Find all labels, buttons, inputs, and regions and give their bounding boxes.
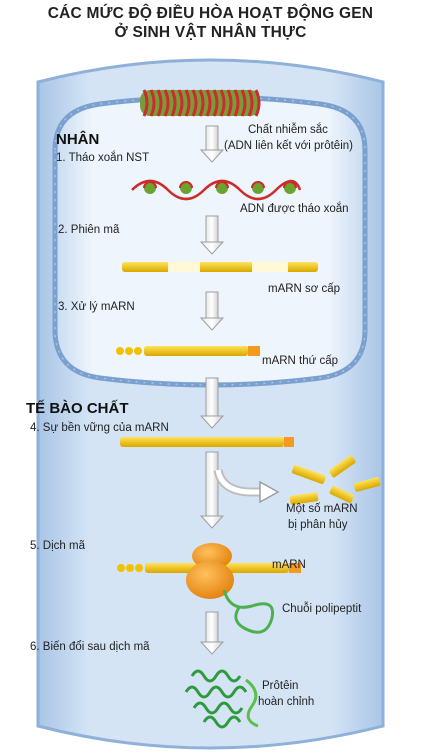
mature-mrna-label: mARN thứ cấp xyxy=(262,355,339,367)
chromatin-sublabel: (ADN liên kết với prôtêin) xyxy=(224,140,353,152)
chromatin xyxy=(140,89,261,117)
ribosome xyxy=(186,543,234,599)
step-3-label: 3. Xử lý mARN xyxy=(58,301,135,313)
diagram-title-line2: Ở SINH VẬT NHÂN THỰC xyxy=(114,24,307,41)
step-6-label: 6. Biến đổi sau dịch mã xyxy=(30,641,150,653)
degraded-mrna-fragments xyxy=(289,455,381,505)
step-2-label: 2. Phiên mã xyxy=(58,224,120,236)
step-4-label: 4. Sự bền vững của mARN xyxy=(30,422,169,434)
step-arrow xyxy=(199,611,225,655)
nucleus-heading: NHÂN xyxy=(56,131,100,148)
stable-mrna xyxy=(120,437,294,447)
degraded-mrna-label: Một số mARN xyxy=(286,503,358,515)
nucleosome xyxy=(251,181,265,194)
diagram-title-line1: CÁC MỨC ĐỘ ĐIỀU HÒA HOẠT ĐỘNG GEN xyxy=(47,5,374,22)
nucleosome xyxy=(143,181,157,194)
step-arrow xyxy=(199,291,225,331)
nucleosome xyxy=(179,181,193,194)
polypeptide-chain xyxy=(222,589,275,634)
protein-sublabel: hoàn chỉnh xyxy=(258,696,315,708)
mrna-label: mARN xyxy=(272,559,306,571)
polypeptide-label: Chuỗi polipeptit xyxy=(282,603,362,615)
step-1-label: 1. Tháo xoắn NST xyxy=(56,152,150,164)
primary-mrna xyxy=(122,262,318,272)
step-arrow xyxy=(199,451,225,529)
mature-mrna xyxy=(116,346,260,356)
degraded-mrna-sublabel: bị phân hủy xyxy=(288,519,348,531)
step-arrow xyxy=(199,377,225,429)
unwound-dna-label: ADN được tháo xoắn xyxy=(240,203,349,215)
step-arrow xyxy=(199,125,225,163)
nucleosome xyxy=(283,181,297,194)
step-5-label: 5. Dịch mã xyxy=(30,540,85,552)
primary-mrna-label: mARN sơ cấp xyxy=(268,283,341,295)
cytoplasm-heading: TẾ BÀO CHẤT xyxy=(26,400,129,417)
folded-protein xyxy=(184,669,259,729)
unwound-dna xyxy=(131,179,302,201)
step-arrow xyxy=(199,215,225,255)
protein-label: Prôtêin xyxy=(262,680,299,692)
nucleosome xyxy=(215,181,229,194)
chromatin-label: Chất nhiễm sắc xyxy=(248,124,328,136)
